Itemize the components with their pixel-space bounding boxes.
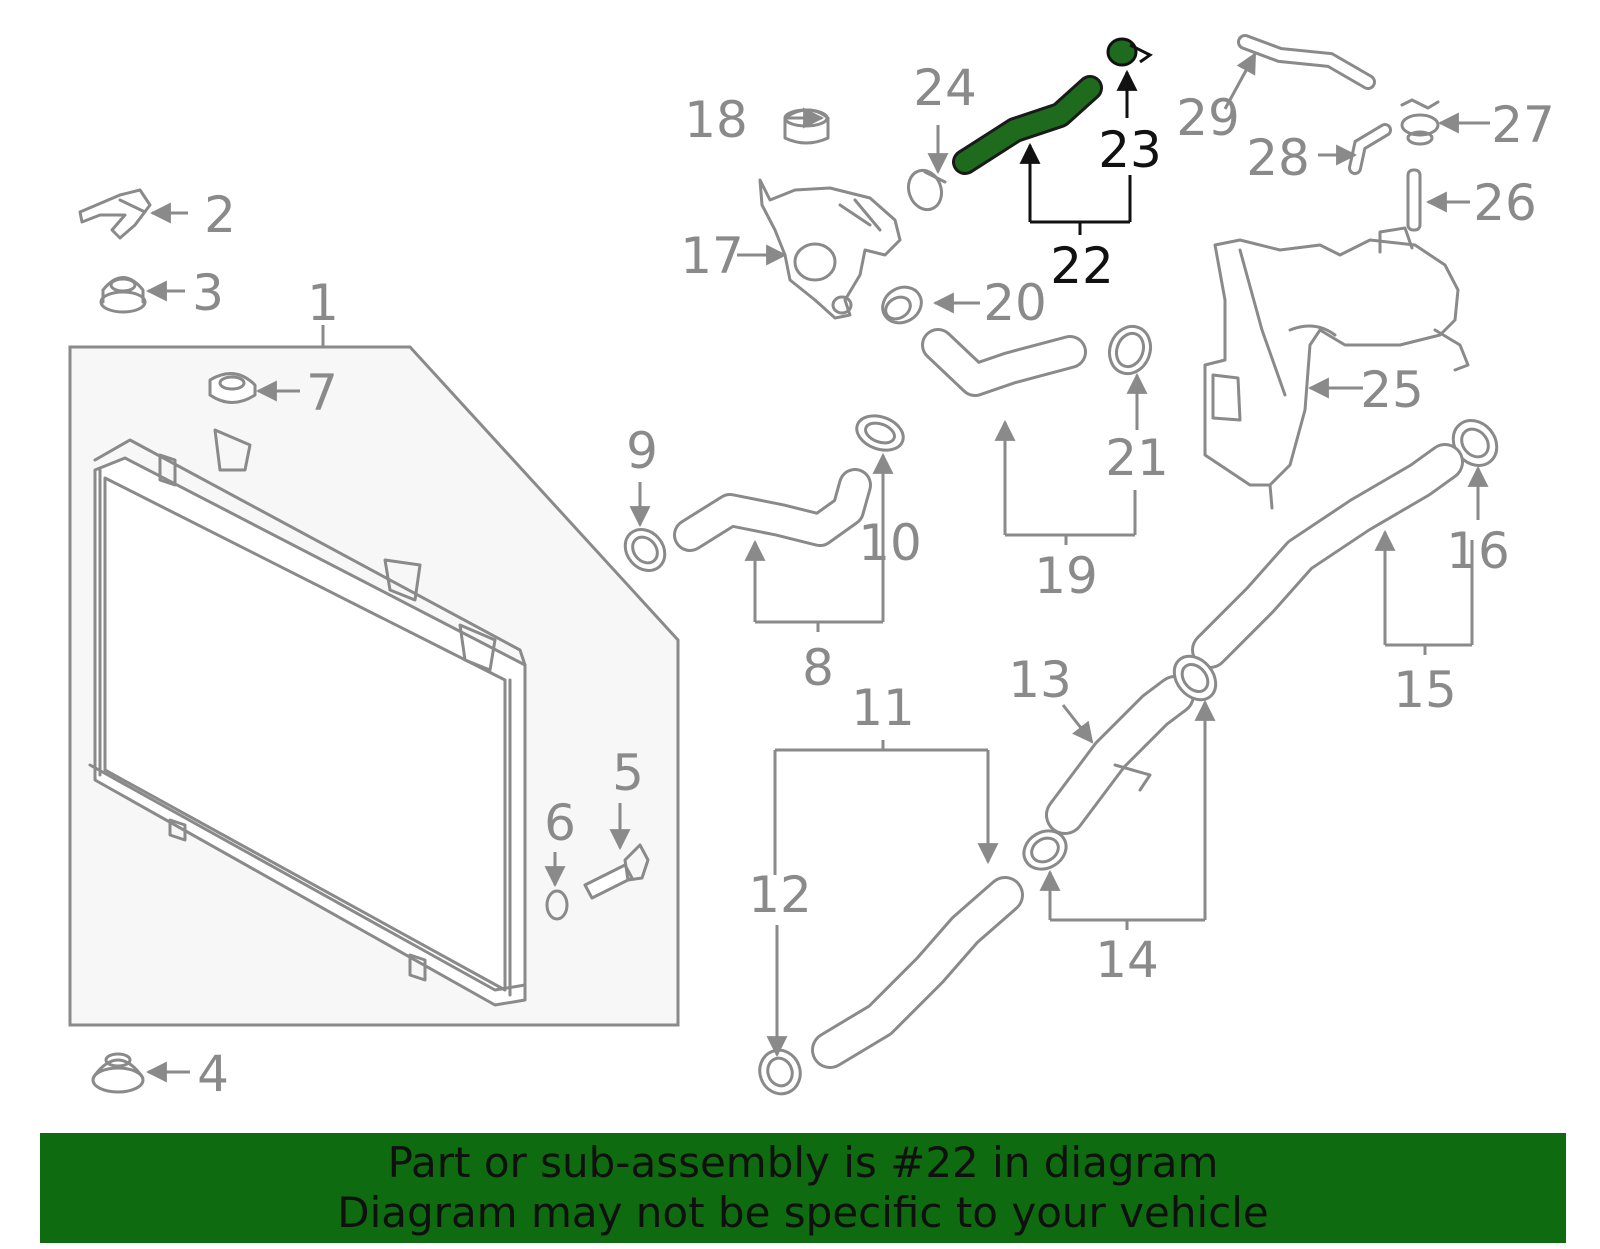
label-28: 28 — [1246, 129, 1310, 187]
label-9: 9 — [626, 422, 658, 480]
part-23-clamp[interactable] — [1106, 37, 1153, 67]
part-14-clamp-lower[interactable] — [1017, 823, 1073, 876]
label-5: 5 — [612, 744, 644, 802]
part-27-valve-cap[interactable] — [1400, 98, 1440, 146]
part-26-hose[interactable] — [1406, 168, 1422, 232]
banner-line-2: Diagram may not be specific to your vehi… — [337, 1188, 1269, 1237]
label-25: 25 — [1360, 361, 1424, 419]
part-4-mount[interactable] — [91, 1052, 145, 1094]
part-13-pipe[interactable] — [1045, 675, 1195, 835]
radiator-core — [88, 428, 527, 1007]
label-12: 12 — [748, 866, 812, 924]
label-11: 11 — [851, 679, 915, 737]
part-7-radiator-cap[interactable] — [208, 372, 257, 404]
part-20-clamp[interactable] — [876, 280, 928, 329]
label-23: 23 — [1098, 121, 1162, 179]
banner-line-1: Part or sub-assembly is #22 in diagram — [387, 1138, 1219, 1187]
label-26: 26 — [1473, 174, 1537, 232]
part-14-clamp-upper[interactable] — [1166, 648, 1224, 708]
part-12-clamp[interactable] — [754, 1044, 807, 1099]
notice-banner: Part or sub-assembly is #22 in diagram D… — [40, 1133, 1566, 1243]
label-4: 4 — [197, 1045, 229, 1103]
label-22: 22 — [1050, 237, 1114, 295]
label-2: 2 — [204, 186, 236, 244]
label-18: 18 — [684, 91, 748, 149]
label-24: 24 — [913, 59, 977, 117]
part-21-clamp[interactable] — [1103, 321, 1157, 380]
label-1: 1 — [307, 274, 339, 332]
part-24-clamp[interactable] — [903, 166, 947, 215]
label-27: 27 — [1491, 96, 1555, 154]
part-29-hose[interactable] — [1237, 34, 1376, 90]
part-3-mount[interactable] — [99, 276, 147, 314]
part-2-bracket[interactable] — [78, 188, 152, 240]
label-16: 16 — [1446, 522, 1510, 580]
part-11-hose[interactable] — [811, 876, 1024, 1069]
label-15: 15 — [1393, 661, 1457, 719]
label-29: 29 — [1176, 89, 1240, 147]
label-21: 21 — [1105, 429, 1169, 487]
part-28-hose[interactable] — [1348, 123, 1392, 175]
part-6-o-ring[interactable] — [545, 889, 569, 921]
label-13: 13 — [1008, 651, 1072, 709]
part-17-thermostat-housing[interactable] — [758, 178, 902, 320]
label-7: 7 — [306, 364, 338, 422]
parts-diagram: 1 2 3 4 5 6 7 8 9 10 11 12 13 14 15 16 1… — [68, 34, 1555, 1103]
part-25-reservoir-tank[interactable] — [1203, 226, 1470, 510]
radiator-assembly[interactable] — [68, 325, 680, 1027]
part-9-clamp[interactable] — [617, 522, 673, 579]
label-19: 19 — [1034, 547, 1098, 605]
part-15-hose[interactable] — [1191, 443, 1464, 669]
label-8: 8 — [802, 639, 834, 697]
part-5-drain-plug[interactable] — [583, 843, 650, 900]
label-14: 14 — [1095, 931, 1159, 989]
label-10: 10 — [858, 514, 922, 572]
part-18-cap[interactable] — [783, 108, 830, 145]
label-20: 20 — [983, 274, 1047, 332]
part-labels: 1 2 3 4 5 6 7 8 9 10 11 12 13 14 15 16 1… — [192, 59, 1555, 1103]
label-3: 3 — [192, 264, 224, 322]
part-10-clamp[interactable] — [852, 410, 908, 456]
part-22-hose[interactable] — [952, 75, 1103, 175]
leader-lines — [145, 52, 1490, 1083]
label-17: 17 — [680, 227, 744, 285]
part-19-hose[interactable] — [921, 328, 1087, 397]
part-8-hose[interactable] — [673, 468, 872, 552]
label-6: 6 — [544, 794, 576, 852]
